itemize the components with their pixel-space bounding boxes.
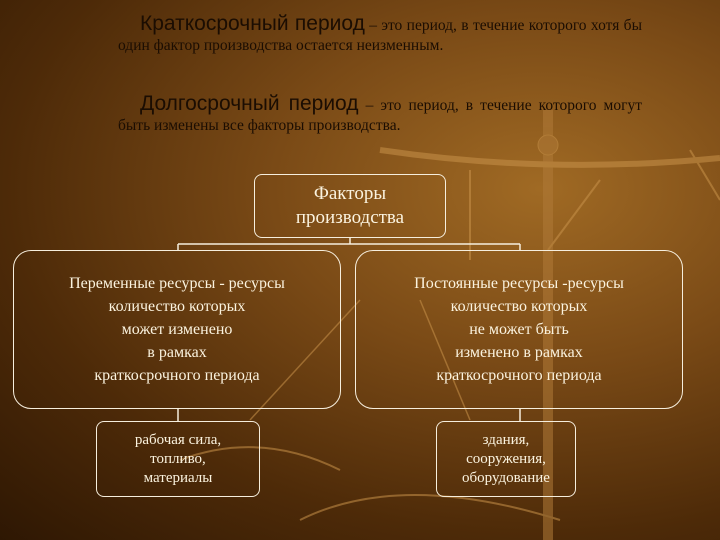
factors-of-production-box: Факторы производства (254, 174, 446, 238)
fixed-examples-label: здания, сооружения, оборудование (462, 431, 550, 486)
short-term-term: Краткосрочный период (140, 12, 365, 35)
long-term-text: – это период, в течение которого могут б… (118, 97, 642, 134)
long-term-definition: Долгосрочный период – это период, в тече… (118, 92, 642, 136)
variable-examples-label: рабочая сила, топливо, материалы (134, 431, 222, 486)
long-term-term: Долгосрочный период (140, 92, 359, 115)
fixed-examples-box: здания, сооружения, оборудование (436, 421, 576, 497)
fixed-resources-label: Постоянные ресурсы -ресурсы количество к… (414, 275, 624, 384)
variable-resources-box: Переменные ресурсы - ресурсы количество … (13, 250, 341, 409)
short-term-text: – это период, в течение которого хотя бы… (118, 17, 642, 54)
short-term-definition: Краткосрочный период – это период, в теч… (118, 12, 642, 56)
factors-of-production-label: Факторы производства (295, 183, 405, 228)
fixed-resources-box: Постоянные ресурсы -ресурсы количество к… (355, 250, 683, 409)
variable-examples-box: рабочая сила, топливо, материалы (96, 421, 260, 497)
variable-resources-label: Переменные ресурсы - ресурсы количество … (69, 275, 285, 384)
